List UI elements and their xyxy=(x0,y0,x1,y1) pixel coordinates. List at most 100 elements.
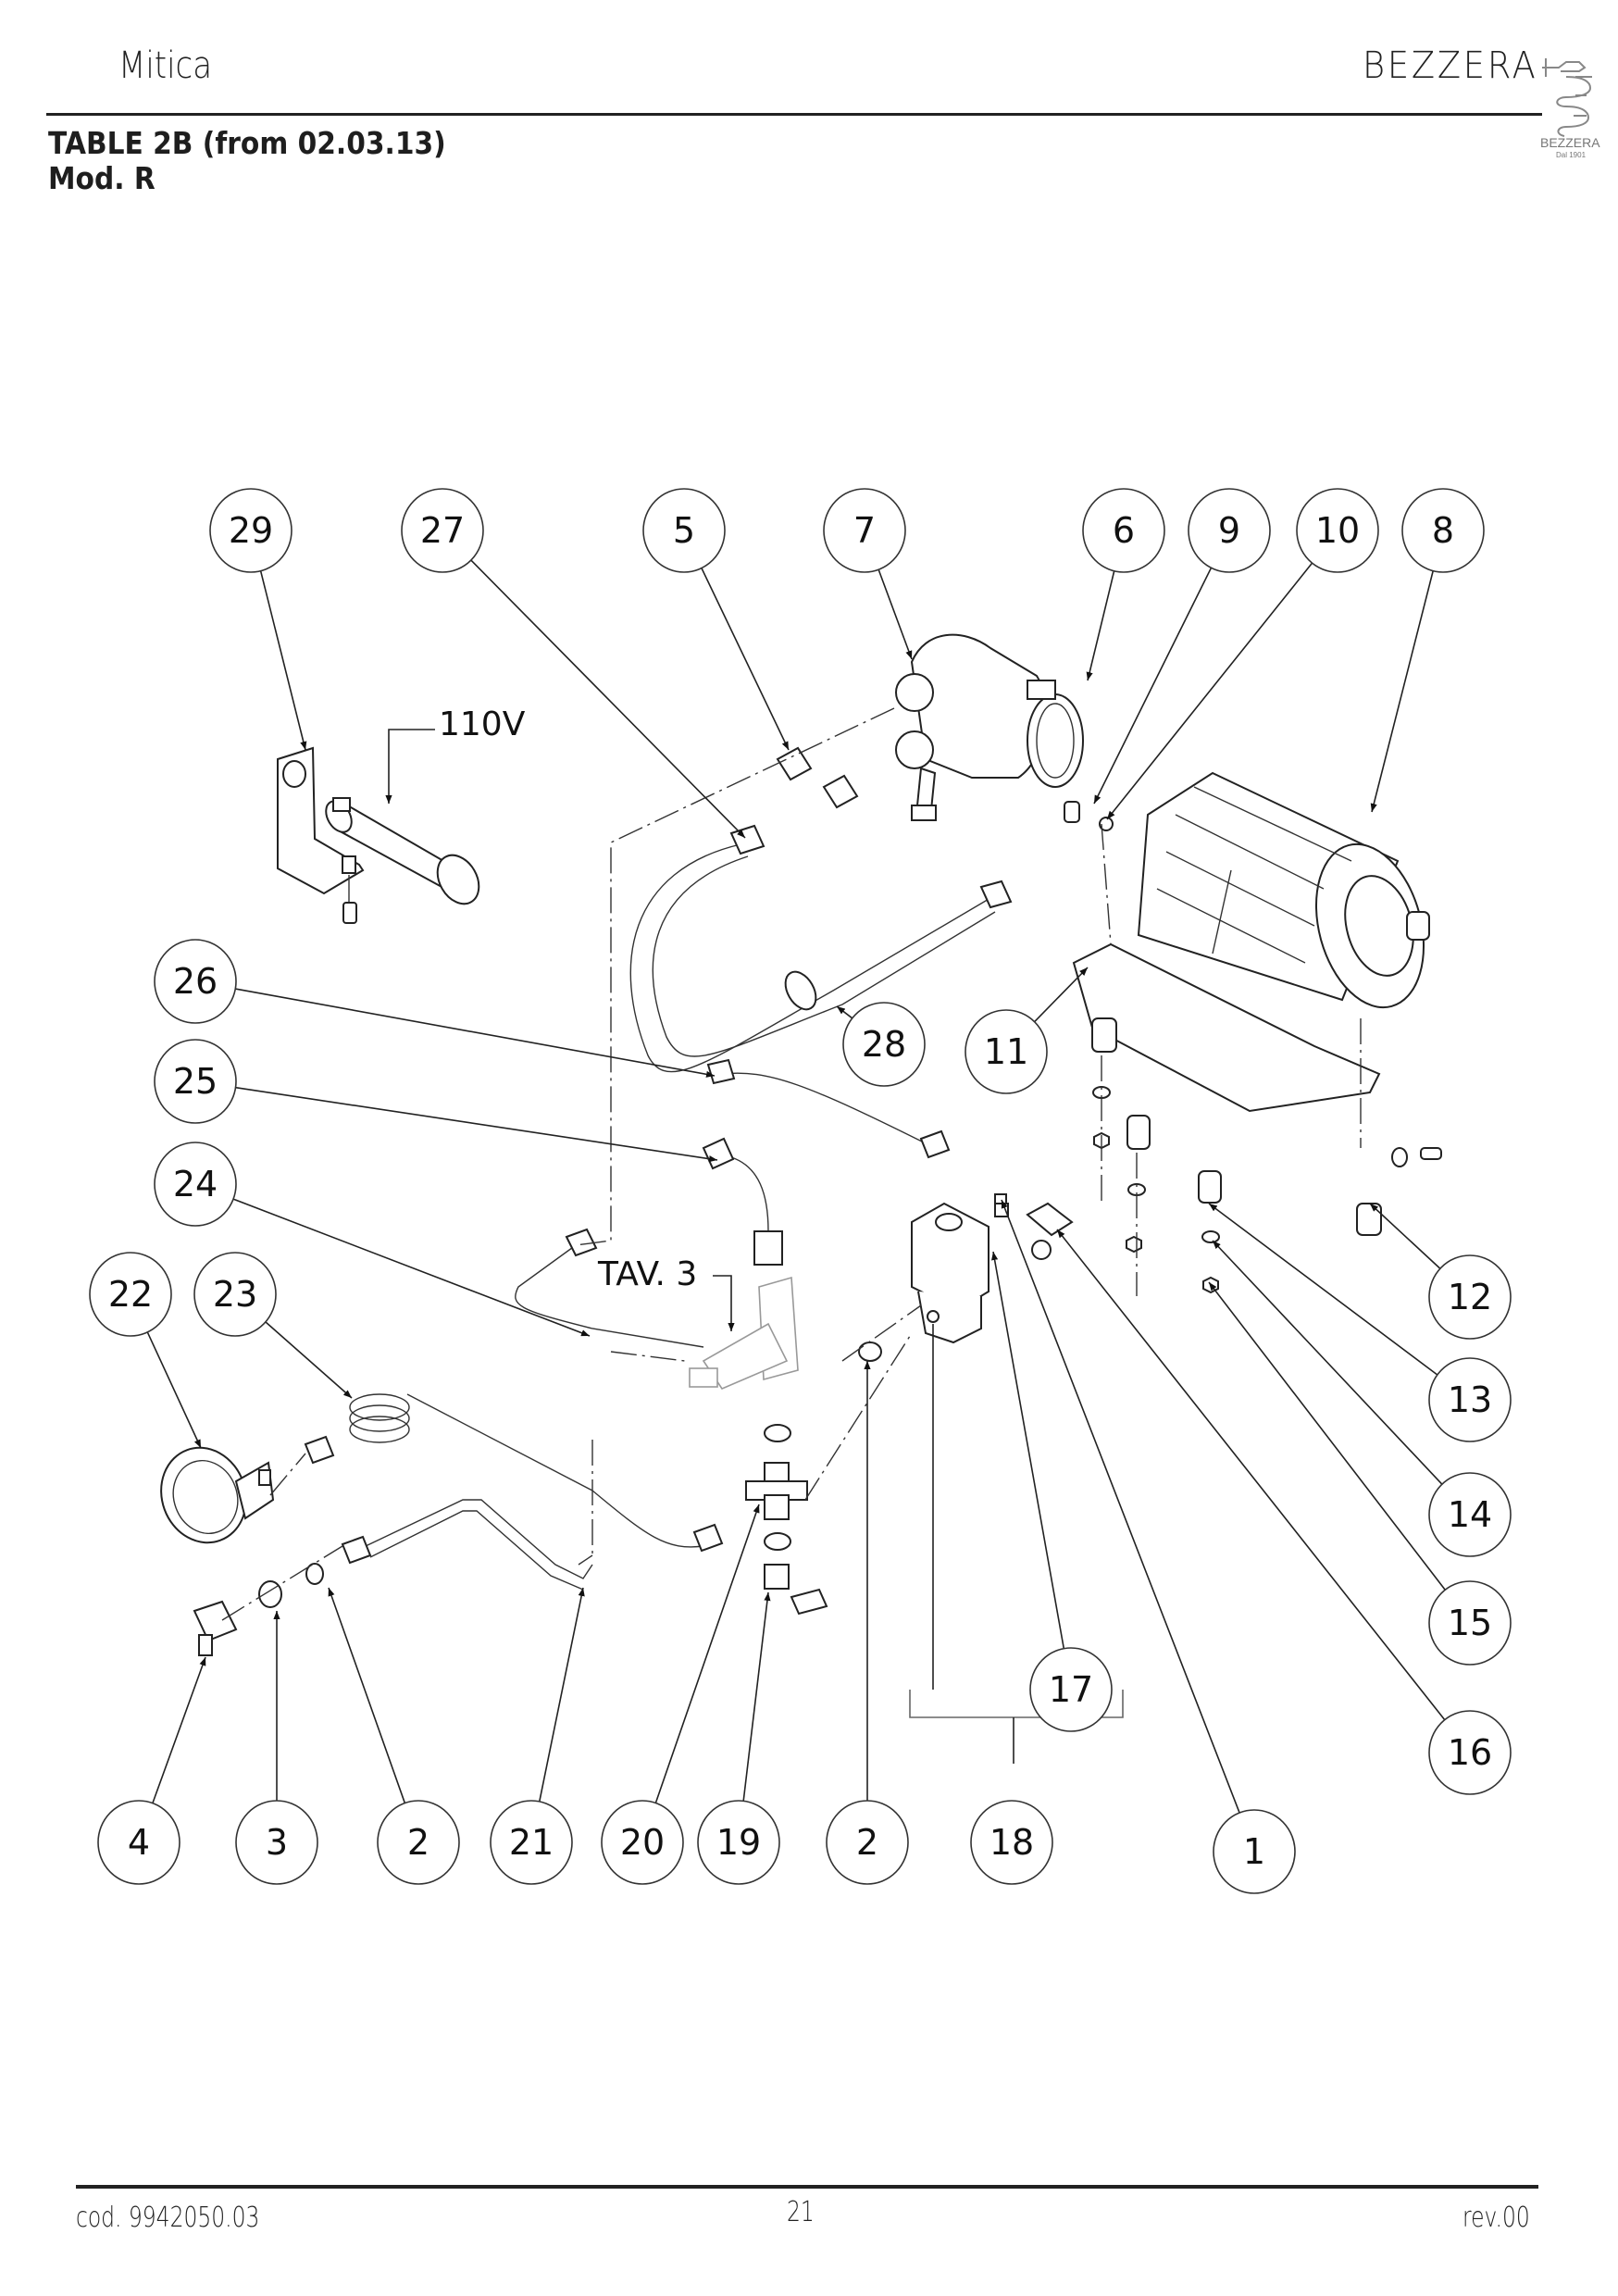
leader-line-13 xyxy=(1208,1203,1438,1376)
callout-circle xyxy=(1296,488,1379,573)
callout-29: 29 xyxy=(209,488,292,573)
callout-number: 29 xyxy=(229,510,273,551)
callout-26: 26 xyxy=(154,939,237,1024)
callout-number: 1 xyxy=(1243,1831,1265,1872)
leader-line-10 xyxy=(1106,562,1313,820)
callout-15: 15 xyxy=(1428,1580,1512,1666)
callout-number: 28 xyxy=(862,1024,906,1065)
tav3-leader xyxy=(713,1275,735,1331)
callout-21: 21 xyxy=(490,1800,573,1885)
callout-circle xyxy=(697,1800,780,1885)
leader-line-14 xyxy=(1212,1240,1443,1485)
callout-number: 18 xyxy=(989,1822,1034,1863)
callout-circle xyxy=(97,1800,180,1885)
brand-name: BEZZERA xyxy=(1363,44,1538,87)
callout-number: 17 xyxy=(1049,1669,1093,1710)
callout-1: 1 xyxy=(1213,1809,1296,1894)
callout-number: 19 xyxy=(716,1822,761,1863)
callout-circle xyxy=(842,1002,926,1087)
tav3-reference-label: TAV. 3 xyxy=(597,1255,697,1293)
callout-circle xyxy=(193,1252,277,1337)
callout-circle xyxy=(401,488,484,573)
callout-14: 14 xyxy=(1428,1472,1512,1557)
callout-circle xyxy=(377,1800,460,1885)
callout-number: 20 xyxy=(620,1822,665,1863)
callout-circle xyxy=(965,1009,1048,1094)
pipe-25-part xyxy=(702,1137,783,1266)
bezzera-serpent-logo-icon xyxy=(1542,58,1592,137)
callout-10: 10 xyxy=(1296,488,1379,573)
callout-9: 9 xyxy=(1188,488,1271,573)
motor-bracket-part xyxy=(1072,942,1442,1294)
leader-line-4 xyxy=(152,1656,206,1803)
callout-number: 27 xyxy=(420,510,465,551)
leader-line-19 xyxy=(742,1591,771,1802)
leader-line-17 xyxy=(991,1251,1065,1649)
callout-number: 23 xyxy=(213,1274,257,1315)
callout-circle xyxy=(1029,1647,1113,1732)
motor-part xyxy=(1137,771,1430,1009)
callout-19: 19 xyxy=(697,1800,780,1885)
callout-20: 20 xyxy=(601,1800,684,1885)
callout-circle xyxy=(154,939,237,1024)
callout-2b: 2 xyxy=(826,1800,909,1885)
callout-12: 12 xyxy=(1428,1254,1512,1340)
callout-number: 12 xyxy=(1448,1277,1492,1317)
leader-line-6 xyxy=(1086,570,1115,681)
callout-17: 17 xyxy=(1029,1647,1113,1732)
leader-line-9 xyxy=(1093,567,1213,805)
leader-line-7 xyxy=(877,568,913,660)
callout-number: 15 xyxy=(1448,1603,1492,1643)
table-title-line-1: TABLE 2B (from 02.03.13) xyxy=(48,125,446,161)
callout-18: 18 xyxy=(970,1800,1053,1885)
voltage-label: 110V xyxy=(439,705,526,743)
callout-number: 5 xyxy=(673,510,695,551)
leader-line-21 xyxy=(538,1587,585,1803)
callout-circle xyxy=(154,1142,237,1227)
callout-11: 11 xyxy=(965,1009,1048,1094)
callout-circle xyxy=(823,488,906,573)
valve-nut-part xyxy=(858,1341,882,1362)
callout-28: 28 xyxy=(842,1002,926,1087)
revision-label: rev.00 xyxy=(1462,2202,1530,2234)
leader-line-27 xyxy=(470,559,746,839)
callout-2a: 2 xyxy=(377,1800,460,1885)
callout-number: 8 xyxy=(1432,510,1454,551)
leader-line-24 xyxy=(232,1198,591,1337)
pipe-26-part xyxy=(706,1058,951,1159)
logo-wordmark: BEZZERA xyxy=(1540,135,1600,150)
callout-number: 11 xyxy=(984,1031,1028,1072)
callout-5: 5 xyxy=(642,488,726,573)
elbow-fitting-part xyxy=(994,1193,1074,1260)
screw-and-washer-parts xyxy=(1064,801,1114,831)
callout-circle xyxy=(1188,488,1271,573)
callout-number: 3 xyxy=(266,1822,288,1863)
callout-circle xyxy=(1428,1254,1512,1340)
callout-22: 22 xyxy=(89,1252,172,1337)
callout-25: 25 xyxy=(154,1039,237,1124)
leader-line-20 xyxy=(654,1504,760,1803)
solenoid-valve-part xyxy=(911,1202,1009,1344)
leader-line-22 xyxy=(146,1331,202,1449)
cross-fitting-part xyxy=(745,1424,828,1616)
callout-number: 2 xyxy=(407,1822,429,1863)
capacitor-part xyxy=(325,729,480,905)
callout-leaders xyxy=(146,559,1446,1814)
leader-line-12 xyxy=(1369,1203,1441,1269)
pump-clamp-part xyxy=(1027,680,1084,788)
leader-line-16 xyxy=(1056,1229,1446,1721)
callout-number: 2 xyxy=(856,1822,878,1863)
callout-number: 13 xyxy=(1448,1379,1492,1420)
callout-circle xyxy=(826,1800,909,1885)
callout-circle xyxy=(1428,1472,1512,1557)
pipe-21-part xyxy=(341,1499,593,1591)
callout-circle xyxy=(235,1800,318,1885)
leader-line-8 xyxy=(1370,570,1434,813)
callout-circle xyxy=(970,1800,1053,1885)
callout-number: 16 xyxy=(1448,1732,1492,1773)
callout-circle xyxy=(154,1039,237,1124)
callout-number: 6 xyxy=(1113,510,1135,551)
assembly-centerlines xyxy=(221,707,1362,1621)
callout-circle xyxy=(1428,1357,1512,1442)
